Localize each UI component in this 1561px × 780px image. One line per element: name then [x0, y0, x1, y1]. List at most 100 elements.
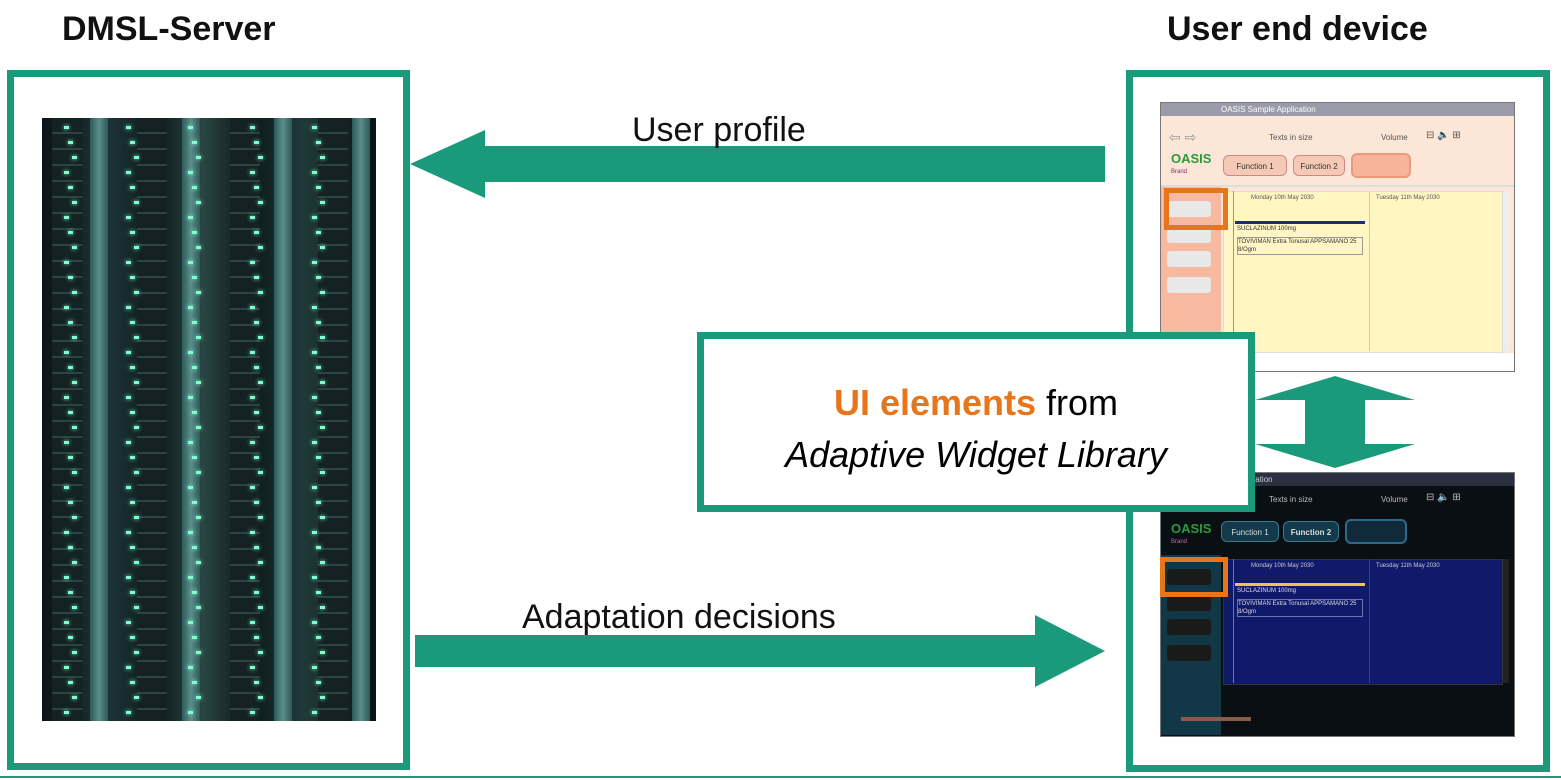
rack-led [250, 531, 255, 534]
rack-led [134, 561, 139, 564]
rack-led [250, 306, 255, 309]
rack-led [126, 126, 131, 129]
rack-led [188, 171, 193, 174]
light-appointment-2[interactable]: TOVIVIMAN Extra Tonusal APPSAMANO 25 8/O… [1237, 237, 1363, 255]
rack-led [196, 156, 201, 159]
rack-led [72, 381, 77, 384]
function2-button[interactable]: Function 2 [1293, 155, 1345, 176]
dark-appointment-1[interactable]: SUCLAZINUM 100mg [1237, 588, 1297, 594]
light-day1-header: Monday 10th May 2030 [1251, 195, 1314, 201]
rack-led [130, 411, 135, 414]
dark-function1-button[interactable]: Function 1 [1221, 521, 1279, 542]
rack-led [64, 621, 69, 624]
function1-button[interactable]: Function 1 [1223, 155, 1287, 176]
rack-led [72, 201, 77, 204]
rack-led [64, 261, 69, 264]
light-side-button-2[interactable] [1167, 227, 1211, 243]
rack-led [196, 336, 201, 339]
rack-led [250, 396, 255, 399]
dark-side-button-2[interactable] [1167, 595, 1211, 611]
dark-theme-screenshot: ple Application Texts in size Volume ⊟ 🔈… [1160, 472, 1515, 737]
rack-led [250, 576, 255, 579]
light-window-title: OASIS Sample Application [1161, 103, 1514, 116]
light-scrollbar[interactable] [1503, 191, 1509, 351]
rack-led [254, 231, 259, 234]
rack-led [258, 606, 263, 609]
rack-led [68, 411, 73, 414]
rack-led [68, 636, 73, 639]
rack-led [126, 621, 131, 624]
light-side-button-3[interactable] [1167, 251, 1211, 267]
rack-led [64, 711, 69, 714]
rack-led [196, 606, 201, 609]
rack-led [312, 486, 317, 489]
light-side-button-4[interactable] [1167, 277, 1211, 293]
rack-led [192, 456, 197, 459]
rack-led [258, 336, 263, 339]
rack-led [196, 471, 201, 474]
rack-led [192, 501, 197, 504]
rack-led [258, 381, 263, 384]
dark-oasis-logo-icon: OASIS [1171, 521, 1212, 536]
rack-led [312, 171, 317, 174]
light-day2-header: Tuesday 11th May 2030 [1376, 195, 1440, 201]
rack-led [188, 486, 193, 489]
function3-button[interactable] [1351, 153, 1411, 178]
rack-led [250, 351, 255, 354]
rack-led [126, 396, 131, 399]
rack-led [68, 501, 73, 504]
rack-led [258, 426, 263, 429]
rack-led [316, 546, 321, 549]
rack-led [254, 276, 259, 279]
dark-side-button-3[interactable] [1167, 619, 1211, 635]
rack-led [188, 351, 193, 354]
rack-led [250, 441, 255, 444]
rack-column [230, 118, 260, 721]
rack-column [352, 118, 370, 721]
rack-led [72, 471, 77, 474]
user-profile-label: User profile [632, 111, 806, 149]
rack-led [192, 321, 197, 324]
rack-led [64, 486, 69, 489]
rack-led [254, 591, 259, 594]
rack-led [64, 576, 69, 579]
dark-volume-label: Volume [1381, 495, 1408, 504]
rack-led [320, 201, 325, 204]
rack-led [72, 606, 77, 609]
rack-led [250, 171, 255, 174]
rack-led [130, 636, 135, 639]
rack-led [258, 696, 263, 699]
rack-led [312, 351, 317, 354]
adaptive-widget-library-label: Adaptive Widget Library [785, 434, 1167, 475]
dark-function3-button[interactable] [1345, 519, 1407, 544]
rack-led [130, 546, 135, 549]
rack-led [316, 141, 321, 144]
rack-led [126, 261, 131, 264]
light-appointment-1[interactable]: SUCLAZINUM 100mg [1237, 226, 1297, 232]
rack-led [254, 681, 259, 684]
dark-side-button-4[interactable] [1167, 645, 1211, 661]
rack-led [126, 306, 131, 309]
rack-led [64, 666, 69, 669]
dark-appointment-2[interactable]: TOVIVIMAN Extra Tonusal APPSAMANO 25 8/O… [1237, 599, 1363, 617]
volume-controls-icon: ⊟ 🔈 ⊞ [1426, 130, 1461, 141]
dark-scrollbar[interactable] [1503, 559, 1509, 683]
rack-led [254, 186, 259, 189]
rack-led [64, 531, 69, 534]
rack-led [258, 156, 263, 159]
rack-led [188, 621, 193, 624]
rack-led [68, 141, 73, 144]
dark-text-size-label: Texts in size [1269, 495, 1313, 504]
rack-led [126, 441, 131, 444]
rack-led [312, 711, 317, 714]
rack-led [192, 681, 197, 684]
light-side-button-1[interactable] [1167, 201, 1211, 217]
dark-side-button-1[interactable] [1167, 569, 1211, 585]
callout-from: from [1046, 382, 1119, 423]
dark-highlight-box [1160, 557, 1228, 597]
rack-column [318, 118, 348, 721]
rack-led [72, 336, 77, 339]
dark-volume-controls-icon: ⊟ 🔈 ⊞ [1426, 492, 1461, 503]
rack-led [72, 516, 77, 519]
dark-function2-button[interactable]: Function 2 [1283, 521, 1339, 542]
